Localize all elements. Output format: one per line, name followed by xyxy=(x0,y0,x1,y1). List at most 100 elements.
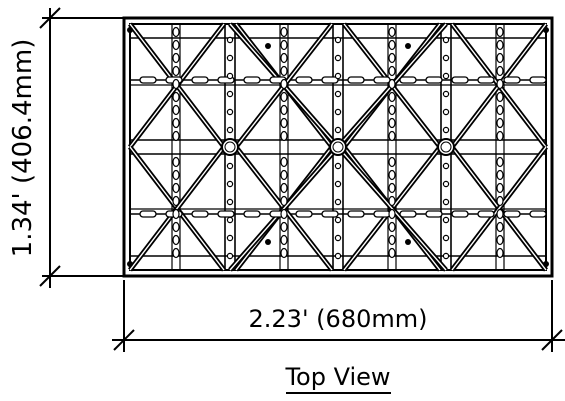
pin-dot xyxy=(543,27,549,33)
vertical-slot xyxy=(496,78,504,90)
module-top-view xyxy=(122,16,554,278)
vertical-slot xyxy=(172,130,180,142)
vertical-slot xyxy=(280,182,288,194)
vertical-slot xyxy=(280,234,288,246)
rail-hole xyxy=(226,216,234,224)
vertical-slot xyxy=(280,65,288,77)
rail-hole xyxy=(226,180,234,188)
height-tick-top xyxy=(39,7,61,29)
vertical-slot xyxy=(280,169,288,181)
rail-hole xyxy=(226,162,234,170)
width-tick-left xyxy=(113,329,135,351)
vertical-slot xyxy=(388,78,396,90)
horizontal-slot xyxy=(191,76,209,84)
vertical-slot xyxy=(172,169,180,181)
pin-dot xyxy=(127,261,133,267)
vertical-slot xyxy=(280,195,288,207)
rail-hole xyxy=(442,234,450,242)
vertical-slot xyxy=(280,156,288,168)
vertical-slot xyxy=(172,182,180,194)
center-hole xyxy=(221,138,239,156)
rail-hole xyxy=(226,252,234,260)
rail-hole xyxy=(442,216,450,224)
vertical-slot xyxy=(280,26,288,38)
horizontal-slot xyxy=(191,210,209,218)
horizontal-slot xyxy=(373,210,391,218)
vertical-slot xyxy=(172,117,180,129)
vertical-slot xyxy=(496,247,504,259)
rail-hole xyxy=(334,72,342,80)
rail-hole xyxy=(226,72,234,80)
rail-hole xyxy=(334,126,342,134)
horizontal-slot xyxy=(217,210,235,218)
rail-hole xyxy=(334,162,342,170)
horizontal-slot xyxy=(477,76,495,84)
diagonal-brace-core xyxy=(129,146,225,271)
height-tick-bottom xyxy=(39,265,61,287)
vertical-slot xyxy=(496,104,504,116)
vertical-slot xyxy=(280,104,288,116)
horizontal-slot xyxy=(243,210,261,218)
rail-hole xyxy=(442,72,450,80)
vertical-slot xyxy=(388,52,396,64)
rail-hole xyxy=(226,36,234,44)
width-dimension-label: 2.23' (680mm) xyxy=(249,305,428,333)
vertical-slot xyxy=(388,130,396,142)
vertical-slot xyxy=(496,65,504,77)
vertical-slot xyxy=(280,221,288,233)
view-title: Top View xyxy=(284,363,390,391)
width-dimension xyxy=(112,280,565,352)
width-tick-right xyxy=(541,329,563,351)
rail-hole xyxy=(334,216,342,224)
vertical-slot xyxy=(280,117,288,129)
vertical-slot xyxy=(388,208,396,220)
vertical-slot xyxy=(280,78,288,90)
vertical-slot xyxy=(388,117,396,129)
rail-hole xyxy=(334,36,342,44)
vertical-slot xyxy=(172,39,180,51)
rail-hole xyxy=(334,252,342,260)
vertical-slot xyxy=(388,221,396,233)
rail-hole xyxy=(334,90,342,98)
diagonal-brace-core xyxy=(451,146,547,271)
center-hole xyxy=(437,138,455,156)
vertical-slot xyxy=(388,234,396,246)
vertical-slot xyxy=(496,169,504,181)
vertical-slot xyxy=(280,130,288,142)
rail-hole xyxy=(442,162,450,170)
horizontal-slot xyxy=(347,76,365,84)
horizontal-slot xyxy=(503,210,521,218)
horizontal-slot xyxy=(373,76,391,84)
vertical-slot xyxy=(388,182,396,194)
vertical-slot xyxy=(280,52,288,64)
vertical-slot xyxy=(388,169,396,181)
rail-hole xyxy=(226,198,234,206)
vertical-slot xyxy=(496,52,504,64)
horizontal-slot xyxy=(139,210,157,218)
center-hole-inner xyxy=(440,141,452,153)
horizontal-slot xyxy=(399,76,417,84)
rail-hole xyxy=(442,198,450,206)
horizontal-slot xyxy=(529,76,547,84)
vertical-slot xyxy=(496,39,504,51)
pin-dot xyxy=(543,261,549,267)
vertical-slot xyxy=(496,130,504,142)
horizontal-slot xyxy=(477,210,495,218)
center-hole-inner xyxy=(332,141,344,153)
rail-hole xyxy=(226,126,234,134)
vertical-slot xyxy=(388,195,396,207)
horizontal-slot xyxy=(451,76,469,84)
horizontal-slot xyxy=(321,76,339,84)
horizontal-slot xyxy=(425,76,443,84)
vertical-slot xyxy=(388,91,396,103)
pin-dot xyxy=(405,239,411,245)
vertical-slot xyxy=(172,234,180,246)
rail-hole xyxy=(442,252,450,260)
pin-dot xyxy=(405,43,411,49)
vertical-slot xyxy=(388,156,396,168)
horizontal-slot xyxy=(295,210,313,218)
vertical-slot xyxy=(496,208,504,220)
vertical-slot xyxy=(172,221,180,233)
rail-hole xyxy=(226,54,234,62)
horizontal-slot xyxy=(243,76,261,84)
